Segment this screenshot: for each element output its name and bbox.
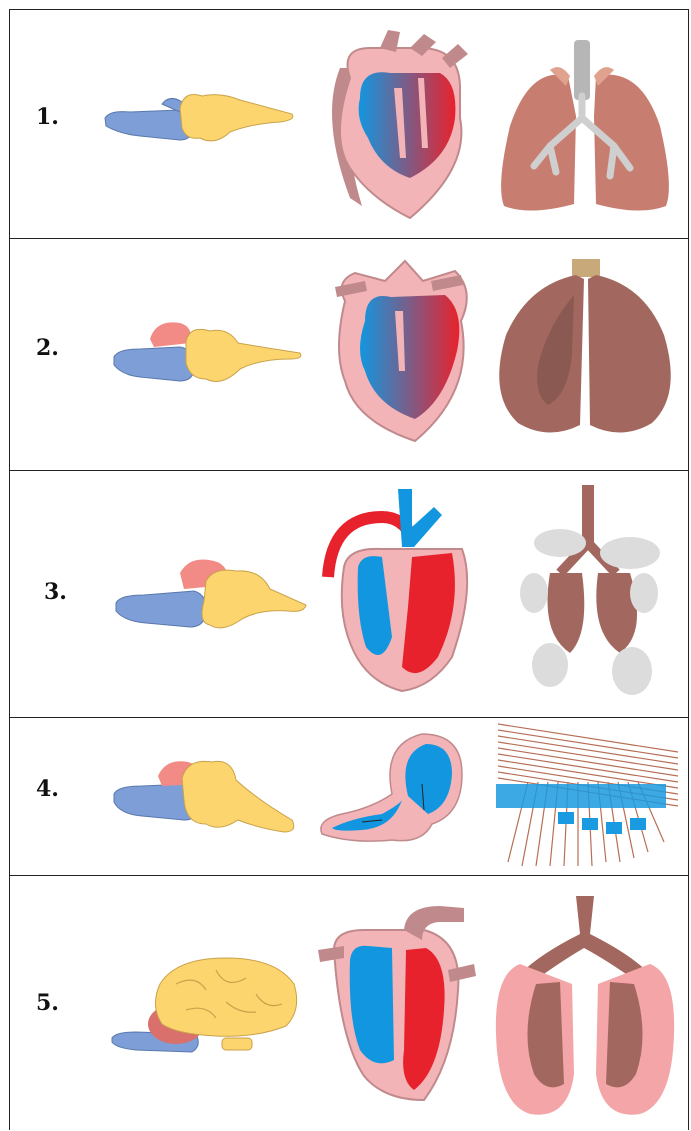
two-chamber-heart-icon [310,28,490,228]
partial-septum-heart-icon [322,487,482,697]
reptile-brain-icon [110,549,310,649]
gills-icon [488,722,688,872]
row-2: 2. [9,239,689,471]
row-5: 5. [9,876,689,1130]
row-1: 1. [9,10,689,239]
bird-brain-icon [108,750,308,850]
comparison-table: 1. [9,9,689,1130]
sac-lungs-icon [488,255,678,455]
row-number: 5. [36,990,59,1016]
lungs-icon [490,36,680,226]
row-number: 2. [36,335,59,361]
amphibian-brain-icon [110,313,310,403]
four-chamber-heart-icon [314,900,484,1110]
fish-brain-icon [100,80,300,160]
row-4: 4. [9,718,689,876]
alveolar-lungs-icon [490,894,680,1124]
air-sac-lungs-icon [520,483,670,703]
three-chamber-heart-icon [315,251,485,451]
row-number: 1. [36,104,59,130]
row-3: 3. [9,471,689,718]
row-number: 3. [44,579,67,605]
mammal-brain-icon [106,954,306,1074]
simple-heart-icon [312,724,482,864]
row-number: 4. [36,776,59,802]
